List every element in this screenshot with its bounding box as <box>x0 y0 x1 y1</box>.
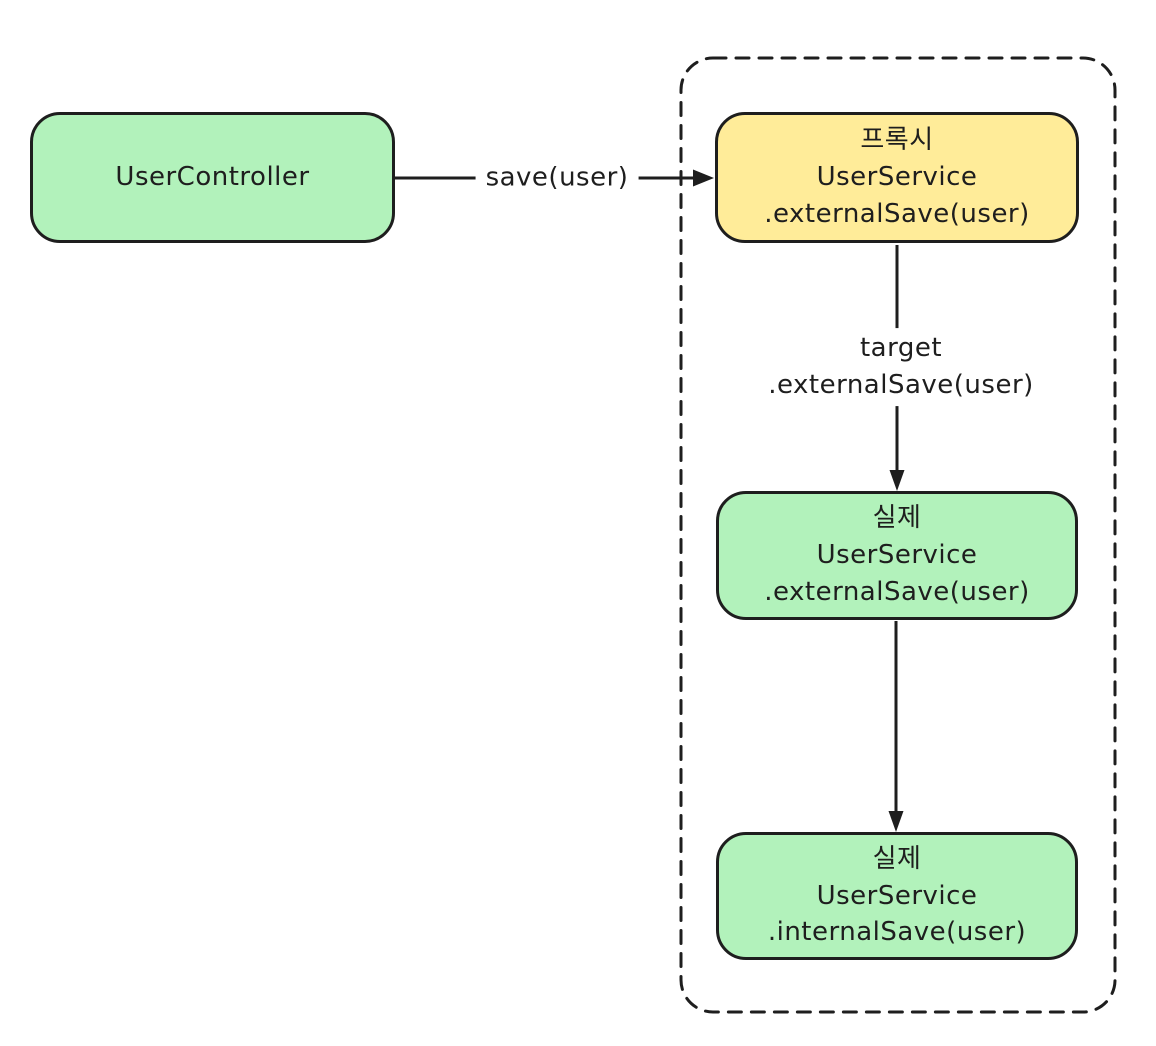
node-proxy-line-2: UserService <box>816 162 978 193</box>
node-real-user-service-internal: 실제 UserService .internalSave(user) <box>716 832 1078 960</box>
node-user-controller: UserController <box>30 112 395 243</box>
target-edge-label-line-1: target <box>859 333 943 364</box>
target-edge-arrowhead <box>889 470 905 491</box>
node-proxy-line-1: 프록시 <box>860 125 934 156</box>
save-edge-label: save(user) <box>475 157 639 199</box>
target-edge-label-line-2: .externalSave(user) <box>768 370 1034 400</box>
node-user-controller-label: UserController <box>115 162 310 193</box>
proxy-boundary-dashed-box <box>679 56 1117 1014</box>
node-real-external-line-1: 실제 <box>872 503 922 534</box>
node-real-external-line-2: UserService <box>816 540 978 571</box>
node-real-internal-line-2: UserService <box>816 880 978 911</box>
save-edge-arrowhead <box>693 169 714 187</box>
node-proxy-line-3: .externalSave(user) <box>764 198 1030 229</box>
node-real-user-service-external: 실제 UserService .externalSave(user) <box>716 491 1078 620</box>
node-real-external-line-3: .externalSave(user) <box>764 576 1030 607</box>
node-real-internal-line-1: 실제 <box>872 843 922 874</box>
target-edge-label: target .externalSave(user) <box>758 328 1044 406</box>
node-proxy-user-service: 프록시 UserService .externalSave(user) <box>715 112 1079 243</box>
node-real-internal-line-3: .internalSave(user) <box>767 917 1027 948</box>
internal-edge-arrowhead <box>888 811 904 832</box>
